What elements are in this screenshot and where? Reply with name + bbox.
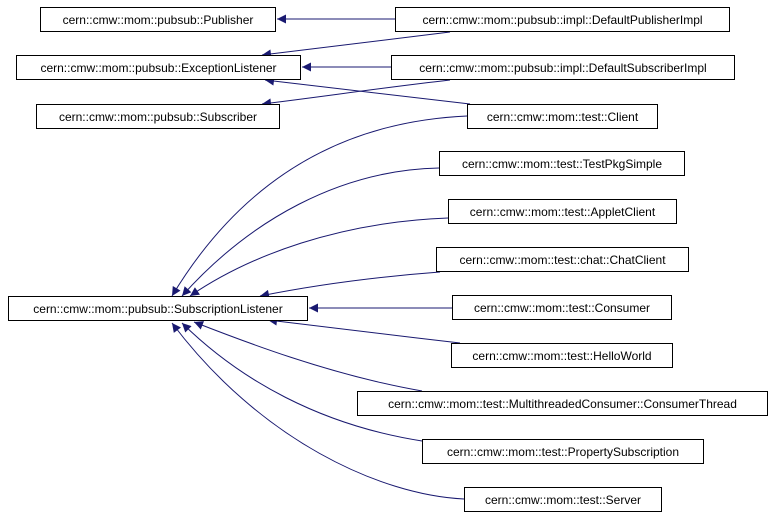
node-consumer[interactable]: cern::cmw::mom::test::Consumer: [452, 295, 672, 320]
edge-default-subscriber-impl-to-subscriber: [261, 79, 451, 108]
node-default-publisher-impl[interactable]: cern::cmw::mom::pubsub::impl::DefaultPub…: [395, 7, 730, 32]
node-chat-client[interactable]: cern::cmw::mom::test::chat::ChatClient: [436, 247, 689, 272]
node-test-pkg-simple[interactable]: cern::cmw::mom::test::TestPkgSimple: [439, 151, 685, 176]
node-client[interactable]: cern::cmw::mom::test::Client: [467, 104, 658, 129]
edge-applet-client-to-subscription-listener: [189, 217, 449, 297]
edge-hello-world-to-subscription-listener: [267, 316, 461, 344]
node-applet-client[interactable]: cern::cmw::mom::test::AppletClient: [448, 199, 677, 224]
node-consumer-thread[interactable]: cern::cmw::mom::test::MultithreadedConsu…: [357, 391, 768, 416]
edge-consumer-thread-to-subscription-listener: [193, 321, 423, 392]
edge-property-subscription-to-subscription-listener: [181, 322, 423, 442]
node-hello-world[interactable]: cern::cmw::mom::test::HelloWorld: [451, 343, 673, 368]
edge-client-to-exception-listener: [264, 76, 471, 105]
node-subscriber[interactable]: cern::cmw::mom::pubsub::Subscriber: [36, 104, 280, 129]
edge-server-to-subscription-listener: [171, 322, 465, 500]
edge-default-publisher-impl-to-exception-listener: [261, 31, 451, 59]
edge-chat-client-to-subscription-listener: [259, 271, 441, 299]
node-property-subscription[interactable]: cern::cmw::mom::test::PropertySubscripti…: [422, 439, 704, 464]
edge-client-to-subscription-listener: [171, 115, 468, 297]
node-default-subscriber-impl[interactable]: cern::cmw::mom::pubsub::impl::DefaultSub…: [391, 55, 735, 80]
edge-test-pkg-simple-to-subscription-listener: [181, 167, 440, 297]
node-publisher[interactable]: cern::cmw::mom::pubsub::Publisher: [40, 7, 276, 32]
node-subscription-listener[interactable]: cern::cmw::mom::pubsub::SubscriptionList…: [8, 296, 308, 321]
node-server[interactable]: cern::cmw::mom::test::Server: [464, 487, 662, 512]
node-exception-listener[interactable]: cern::cmw::mom::pubsub::ExceptionListene…: [16, 55, 301, 80]
